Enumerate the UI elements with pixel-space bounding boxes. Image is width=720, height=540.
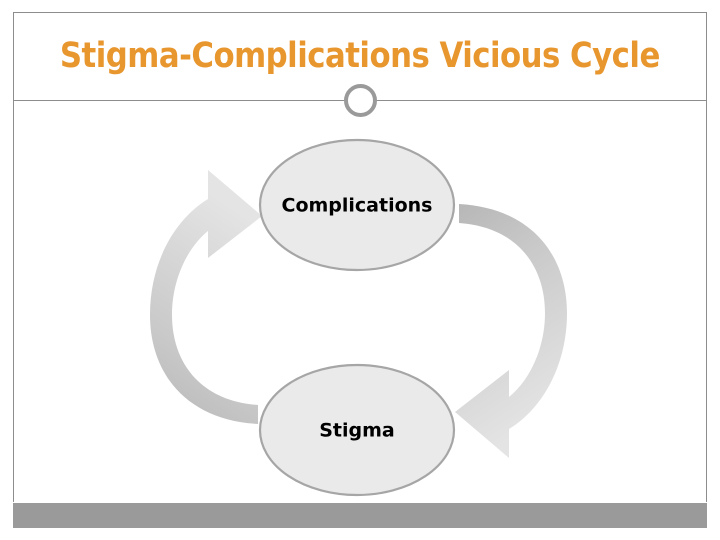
arrow-complications-to-stigma xyxy=(455,156,567,458)
title-area: Stigma-Complications Vicious Cycle xyxy=(14,13,706,100)
page-title: Stigma-Complications Vicious Cycle xyxy=(60,36,660,77)
divider-ring-icon xyxy=(344,84,377,117)
arrow-stigma-to-complications xyxy=(150,170,262,472)
frame-left-border xyxy=(13,12,14,502)
node-complications[interactable]: Complications xyxy=(258,138,456,272)
node-stigma[interactable]: Stigma xyxy=(258,363,456,497)
stigma-label: Stigma xyxy=(319,420,395,442)
frame-top-border xyxy=(13,12,707,13)
stigma-ellipse[interactable] xyxy=(258,363,456,497)
complications-ellipse[interactable] xyxy=(258,138,456,272)
complications-label: Complications xyxy=(282,195,433,217)
frame-right-border xyxy=(706,12,707,502)
footer-accent-bar xyxy=(13,503,707,528)
